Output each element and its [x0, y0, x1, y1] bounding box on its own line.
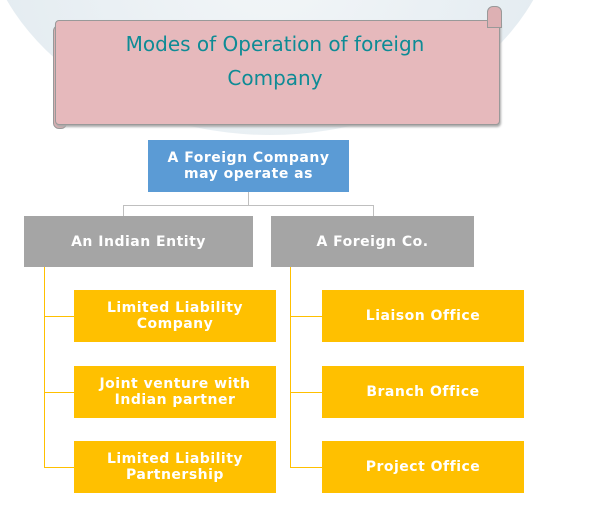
- leaf-node: Limited Liability Partnership: [74, 441, 276, 493]
- connector: [123, 205, 374, 206]
- connector: [44, 467, 74, 468]
- leaf-node: Project Office: [322, 441, 524, 493]
- connector: [123, 205, 124, 216]
- branch-indian-entity: An Indian Entity: [24, 216, 253, 267]
- connector: [373, 205, 374, 216]
- connector: [44, 267, 45, 467]
- connector: [290, 392, 322, 393]
- title-line-1: Modes of Operation of foreign: [125, 32, 425, 56]
- title-scroll-banner: [55, 20, 500, 125]
- connector: [44, 392, 74, 393]
- connector: [290, 267, 291, 467]
- slide-title: Modes of Operation of foreign Company: [60, 27, 490, 95]
- branch-foreign-co: A Foreign Co.: [271, 216, 474, 267]
- connector: [290, 467, 322, 468]
- title-line-2: Company: [227, 66, 323, 90]
- leaf-node: Branch Office: [322, 366, 524, 418]
- leaf-node: Liaison Office: [322, 290, 524, 342]
- leaf-node: Joint venture with Indian partner: [74, 366, 276, 418]
- scroll-curl-right: [487, 6, 502, 28]
- leaf-node: Limited Liability Company: [74, 290, 276, 342]
- connector: [248, 192, 249, 205]
- connector: [290, 316, 322, 317]
- connector: [44, 316, 74, 317]
- root-node: A Foreign Company may operate as: [148, 140, 349, 192]
